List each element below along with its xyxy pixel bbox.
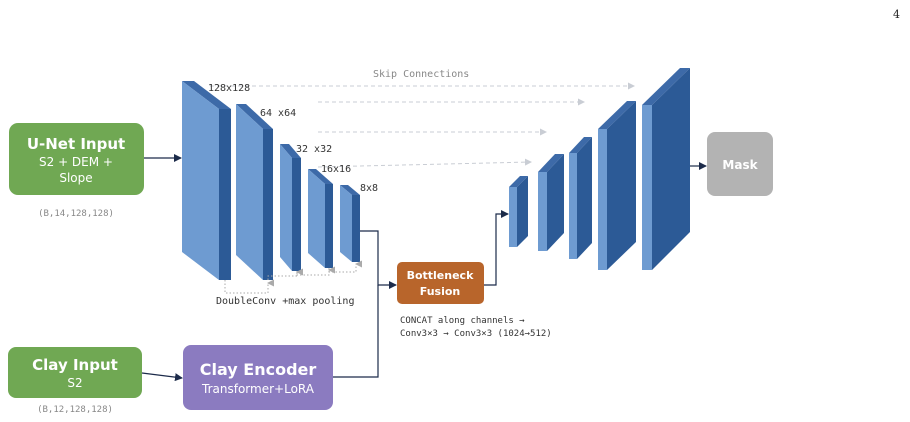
clay-encoder-to-bottleneck-line (333, 285, 379, 378)
decoder-block-1 (509, 176, 528, 247)
mask-box: Mask (707, 132, 773, 196)
skip-connections-label: Skip Connections (373, 69, 469, 80)
pooling-connectors (224, 260, 362, 294)
unet-input-shape: (B,14,128,128) (38, 209, 114, 219)
unet-input-line1: S2 + DEM + (39, 155, 113, 169)
bottleneck-line1: Bottleneck (407, 269, 475, 282)
encoder-block-3 (280, 144, 301, 271)
page-number: 4 (893, 8, 900, 21)
bottleneck-note-1: CONCAT along channels → (400, 316, 525, 326)
encoder-label-64: 64 x64 (260, 108, 296, 119)
skip-connections: Skip Connections (210, 69, 635, 168)
encoder-to-bottleneck-arrow (360, 230, 397, 289)
clay-input-arrow (141, 372, 183, 382)
encoder-block-4 (308, 169, 333, 268)
encoder-label-128: 128x128 (208, 83, 250, 94)
clay-encoder-box: Clay Encoder Transformer+LoRA (183, 345, 333, 410)
decoder-block-5 (642, 68, 690, 270)
clay-encoder-subtitle: Transformer+LoRA (201, 382, 315, 396)
encoder-block-1 (182, 81, 231, 280)
decoder-block-3 (569, 137, 592, 259)
encoder-label-32: 32 x32 (296, 144, 332, 155)
pooling-label: DoubleConv +max pooling (216, 296, 354, 307)
bottleneck-note-2: Conv3×3 → Conv3×3 (1024→512) (400, 329, 552, 339)
encoder-label-16: 16x16 (321, 164, 351, 175)
unet-input-title: U-Net Input (27, 135, 125, 153)
clay-input-line1: S2 (67, 376, 82, 390)
decoder-block-2 (538, 154, 564, 251)
bottleneck-line2: Fusion (420, 285, 461, 298)
clay-input-box: Clay Input S2 (8, 347, 142, 398)
decoder-block-4 (598, 101, 636, 270)
skip-connection-4 (317, 158, 532, 168)
bottleneck-to-decoder-arrow (484, 210, 509, 286)
mask-label: Mask (722, 158, 758, 172)
clay-input-title: Clay Input (32, 356, 118, 374)
encoder-block-2 (236, 104, 273, 280)
unet-input-box: U-Net Input S2 + DEM + Slope (9, 123, 144, 195)
clay-input-shape: (B,12,128,128) (37, 405, 113, 415)
clay-encoder-title: Clay Encoder (200, 360, 317, 379)
encoder-block-5 (340, 185, 360, 262)
bottleneck-fusion-box: Bottleneck Fusion (397, 262, 484, 304)
unet-input-line2: Slope (59, 171, 92, 185)
encoder-label-8: 8x8 (360, 183, 378, 194)
